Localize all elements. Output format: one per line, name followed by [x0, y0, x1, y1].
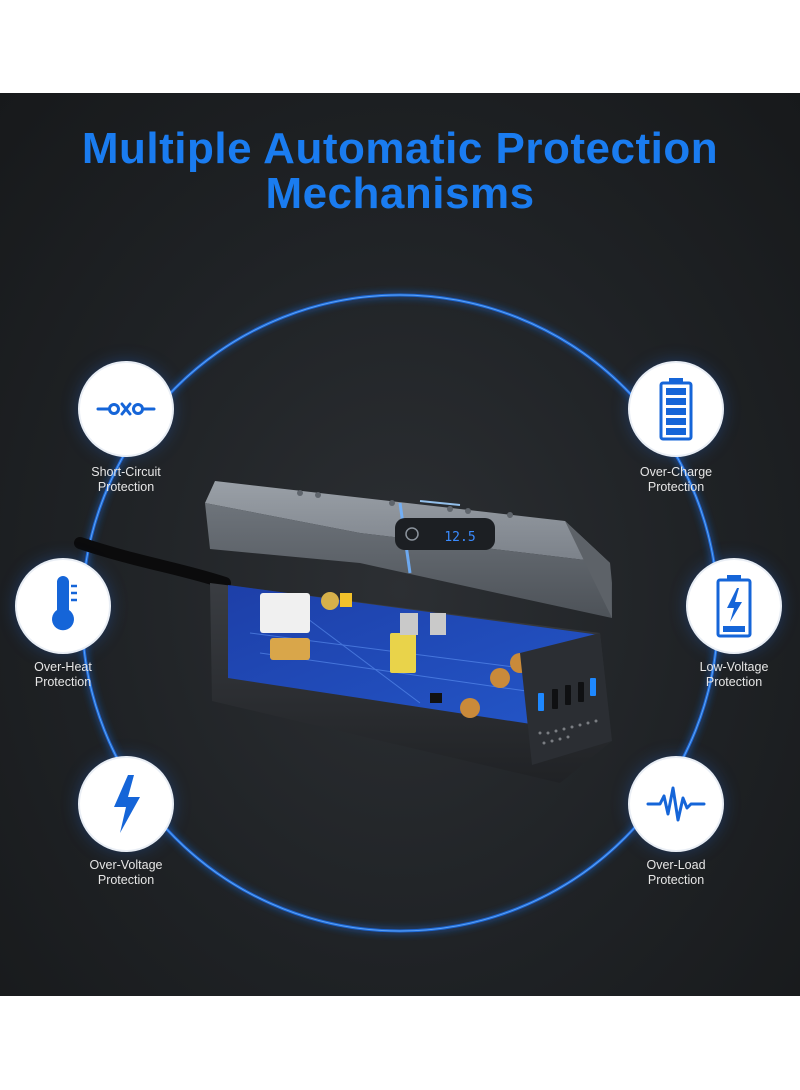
feature-title: Over-Charge: [639, 465, 713, 479]
feature-subtitle: Protection: [97, 480, 155, 494]
short-circuit-badge: [80, 363, 172, 455]
full-battery-icon: [659, 378, 693, 441]
feature-title: Over-Load: [646, 858, 706, 872]
feature-subtitle: Protection: [647, 873, 705, 887]
feature-title: Short-Circuit: [91, 465, 161, 479]
over-heat-label: Over-Heat Protection: [0, 660, 143, 690]
headline-line-1: Multiple Automatic Protection: [81, 124, 719, 173]
feature-subtitle: Protection: [705, 675, 763, 689]
low-battery-charging-icon: [716, 575, 752, 638]
feature-title: Over-Voltage: [89, 858, 163, 872]
lightning-bolt-icon: [114, 775, 140, 833]
power-inverter-illustration: 12.5: [74, 481, 612, 783]
over-load-badge: [630, 758, 722, 850]
over-heat-badge: [17, 560, 109, 652]
feature-subtitle: Protection: [97, 873, 155, 887]
over-voltage-badge: [80, 758, 172, 850]
over-charge-label: Over-Charge Protection: [596, 465, 756, 495]
feature-title: Low-Voltage: [699, 660, 769, 674]
feature-title: Over-Heat: [34, 660, 92, 674]
led-display-readout: 12.5: [444, 530, 475, 545]
feature-subtitle: Protection: [34, 675, 92, 689]
thermometer-icon: [52, 576, 77, 631]
headline-line-2: Mechanisms: [265, 169, 535, 218]
over-charge-badge: [630, 363, 722, 455]
product-banner: Multiple Automatic Protection Mechanisms: [0, 93, 800, 996]
over-load-label: Over-Load Protection: [596, 858, 756, 888]
over-voltage-label: Over-Voltage Protection: [46, 858, 206, 888]
short-circuit-label: Short-Circuit Protection: [46, 465, 206, 495]
feature-subtitle: Protection: [647, 480, 705, 494]
low-voltage-label: Low-Voltage Protection: [654, 660, 800, 690]
low-voltage-badge: [688, 560, 780, 652]
waveform-icon: [646, 786, 706, 822]
short-circuit-icon: [96, 402, 156, 416]
